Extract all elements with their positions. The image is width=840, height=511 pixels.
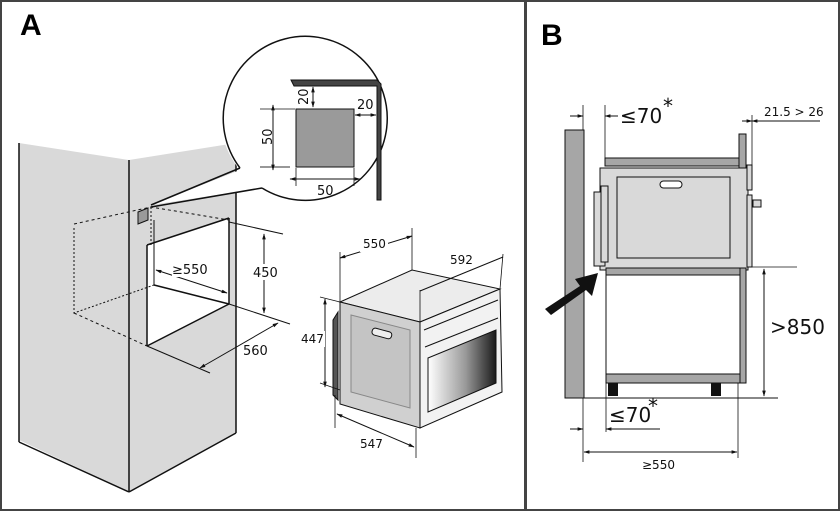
- vent-square: [295, 108, 355, 168]
- cabinet-foot: [608, 383, 618, 396]
- vent-opening: [137, 207, 149, 225]
- niche-depth-dim: [155, 269, 228, 294]
- oven-depth-total-label: 547: [360, 437, 383, 451]
- oven-width-dim: [419, 256, 504, 292]
- niche-width-label: 560: [243, 344, 268, 359]
- cabinet-depth-label: ≥550: [642, 458, 675, 472]
- bottom-gap-label: ≤70: [609, 403, 651, 427]
- vent-width-label: 50: [317, 184, 334, 199]
- panel-b-frame: [525, 0, 840, 511]
- top-gap-note: *: [663, 94, 673, 118]
- oven-depth-total-dim: [336, 413, 415, 448]
- wall: [564, 129, 585, 399]
- top-gap-label: ≤70: [620, 104, 662, 128]
- oven-isometric: [332, 269, 503, 429]
- vent-gap-top-label: 20: [297, 88, 312, 105]
- front-panel-label: 21.5 > 26: [764, 105, 824, 119]
- panel-a: A: [18, 9, 504, 493]
- vent-height-label: 50: [261, 128, 276, 145]
- oven-width-label: 592: [450, 253, 473, 267]
- panel-b: B ≤70 * 21.5 > 26: [541, 19, 825, 472]
- bottom-gap-note: *: [648, 394, 658, 418]
- niche-width-dim: [199, 322, 279, 369]
- oven-window: [427, 329, 497, 413]
- vent-detail-callout: 20 20 50 50: [150, 35, 388, 208]
- panel-b-label: B: [541, 19, 563, 52]
- floor-height-label: >850: [770, 315, 825, 339]
- niche-depth-label: ≥550: [172, 263, 208, 278]
- niche-height-label: 450: [253, 266, 278, 281]
- airflow-arrow-icon: [545, 273, 598, 315]
- oven-height-label: 447: [301, 332, 324, 346]
- oven-depth-body-label: 550: [363, 237, 386, 251]
- cabinet-foot: [711, 383, 721, 396]
- vent-gap-side-label: 20: [357, 98, 374, 113]
- panel-a-label: A: [20, 9, 42, 42]
